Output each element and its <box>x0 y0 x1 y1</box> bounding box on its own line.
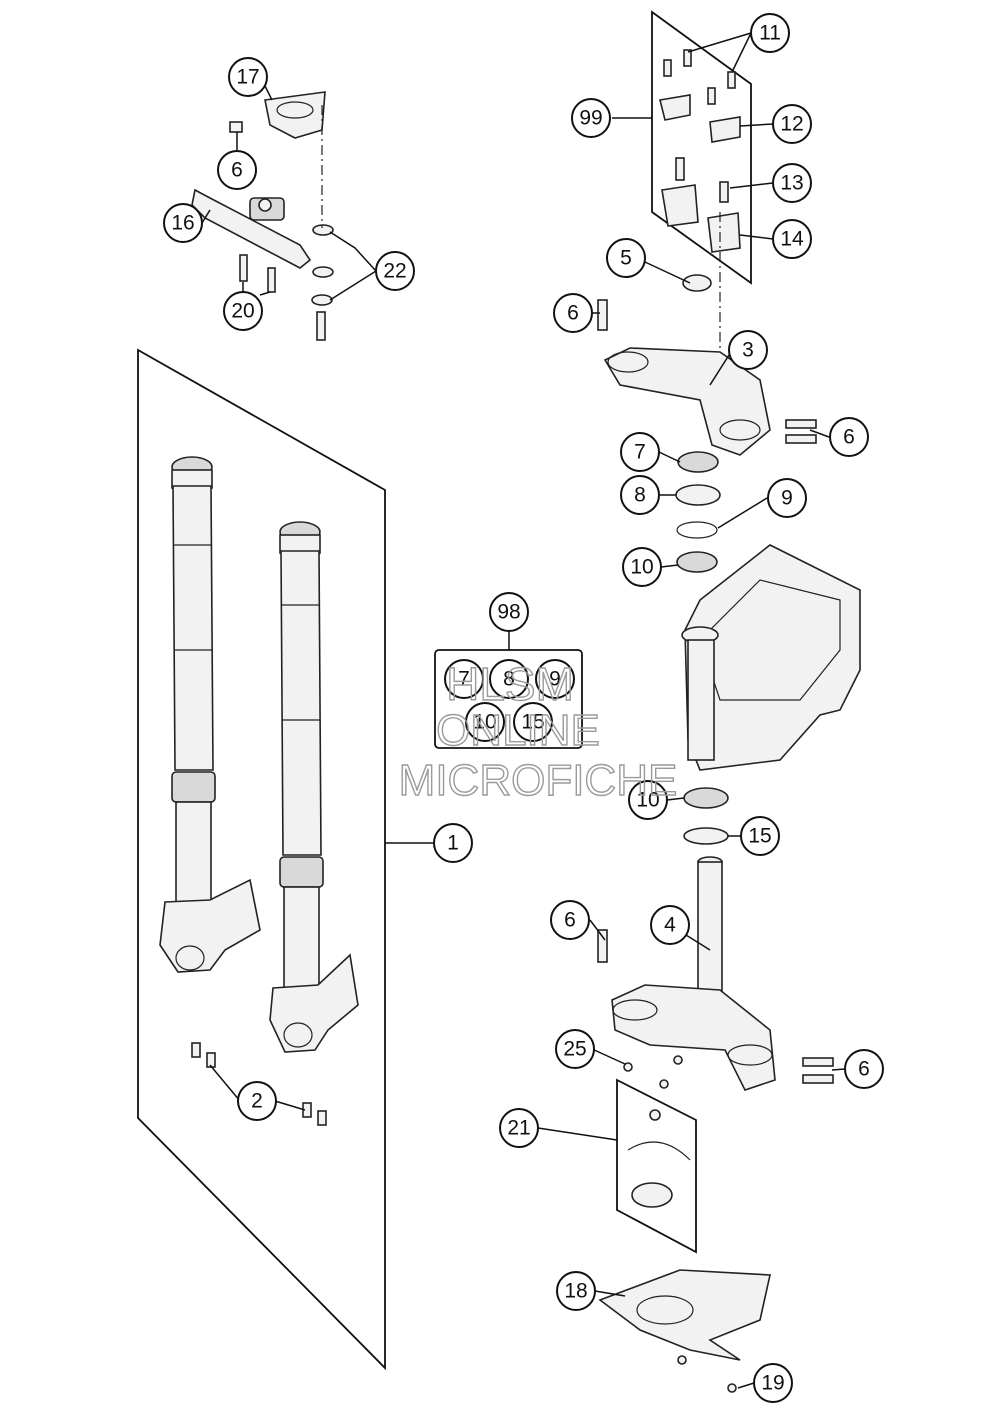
svg-text:21: 21 <box>507 1117 530 1140</box>
svg-text:9: 9 <box>549 668 561 691</box>
steering-stem <box>611 856 776 1091</box>
svg-text:6: 6 <box>564 909 576 932</box>
svg-text:12: 12 <box>780 113 803 136</box>
callout-7[interactable]: 7 <box>620 432 660 472</box>
svg-text:14: 14 <box>780 228 804 251</box>
fork-bolts <box>191 1042 327 1126</box>
callout-11[interactable]: 11 <box>750 13 790 53</box>
callout-22[interactable]: 22 <box>375 251 415 291</box>
callout-98[interactable]: 98 <box>489 592 529 632</box>
callout-10-lower[interactable]: 10 <box>628 780 668 820</box>
callout-6-upper-clamp-right[interactable]: 6 <box>829 417 869 457</box>
kit98-item-8[interactable]: 8 <box>489 659 529 699</box>
callout-3[interactable]: 3 <box>728 330 768 370</box>
callout-4[interactable]: 4 <box>650 905 690 945</box>
svg-text:25: 25 <box>563 1038 586 1061</box>
svg-text:10: 10 <box>636 789 659 812</box>
svg-text:8: 8 <box>634 484 646 507</box>
callout-12[interactable]: 12 <box>772 104 812 144</box>
svg-text:6: 6 <box>231 159 243 182</box>
callout-14[interactable]: 14 <box>772 219 812 259</box>
svg-text:4: 4 <box>664 914 676 937</box>
callout-10-upper[interactable]: 10 <box>622 547 662 587</box>
callout-6-upper-clamp-left[interactable]: 6 <box>553 293 593 333</box>
svg-text:8: 8 <box>503 668 515 691</box>
svg-text:18: 18 <box>564 1280 587 1303</box>
svg-text:11: 11 <box>759 22 781 45</box>
damper-clamp <box>264 91 326 139</box>
callout-1[interactable]: 1 <box>433 823 473 863</box>
svg-text:ONLINE: ONLINE <box>436 706 600 755</box>
svg-text:5: 5 <box>620 247 632 270</box>
callout-25[interactable]: 25 <box>555 1029 595 1069</box>
steering-damper <box>191 188 312 269</box>
callout-5[interactable]: 5 <box>606 238 646 278</box>
damper-bolt <box>229 121 243 133</box>
left-fork-leg <box>159 456 261 973</box>
upper-triple-clamp <box>597 274 817 456</box>
svg-text:MICROFICHE: MICROFICHE <box>399 756 678 805</box>
callout-6-lower-clamp-left[interactable]: 6 <box>550 900 590 940</box>
kit98-item-9[interactable]: 9 <box>535 659 575 699</box>
svg-text:10: 10 <box>630 556 653 579</box>
callout-8[interactable]: 8 <box>620 475 660 515</box>
callout-20[interactable]: 20 <box>223 291 263 331</box>
fork-assembly-group-box <box>137 348 386 1371</box>
svg-text:20: 20 <box>231 300 254 323</box>
bearing-seals <box>675 451 721 573</box>
stem-clamp-bolts <box>597 929 834 1084</box>
svg-text:6: 6 <box>567 302 579 325</box>
svg-text:99: 99 <box>579 107 602 130</box>
svg-text:2: 2 <box>251 1090 263 1113</box>
callout-16[interactable]: 16 <box>163 203 203 243</box>
svg-text:15: 15 <box>521 711 544 734</box>
svg-text:98: 98 <box>497 601 520 624</box>
steering-damper-mount-group-box <box>616 1078 697 1254</box>
callout-21[interactable]: 21 <box>499 1108 539 1148</box>
damper-washers <box>311 224 334 341</box>
right-fork-leg <box>269 521 359 1053</box>
kit98-item-7[interactable]: 7 <box>444 659 484 699</box>
svg-text:7: 7 <box>458 668 470 691</box>
callout-13[interactable]: 13 <box>772 163 812 203</box>
callout-99[interactable]: 99 <box>571 98 611 138</box>
kit98-item-15[interactable]: 15 <box>513 702 553 742</box>
handlebar-clamps <box>659 49 741 253</box>
leader-lines <box>201 32 846 1389</box>
svg-text:10: 10 <box>473 711 496 734</box>
svg-text:1: 1 <box>447 832 459 855</box>
svg-text:9: 9 <box>781 487 793 510</box>
callout-17[interactable]: 17 <box>228 57 268 97</box>
svg-text:17: 17 <box>236 66 259 89</box>
callout-2[interactable]: 2 <box>237 1081 277 1121</box>
lower-bearing-seals <box>683 787 729 845</box>
frame-section <box>681 544 861 771</box>
svg-text:7: 7 <box>634 441 646 464</box>
svg-text:19: 19 <box>761 1372 784 1395</box>
svg-text:16: 16 <box>171 212 194 235</box>
watermark: HLSM ONLINE MICROFICHE <box>398 657 678 805</box>
callout-19[interactable]: 19 <box>753 1363 793 1403</box>
callout-6-steering-damper[interactable]: 6 <box>217 150 257 190</box>
svg-text:3: 3 <box>742 339 754 362</box>
svg-text:22: 22 <box>383 260 406 283</box>
svg-text:6: 6 <box>858 1058 870 1081</box>
svg-text:6: 6 <box>843 426 855 449</box>
callout-18[interactable]: 18 <box>556 1271 596 1311</box>
svg-text:HLSM: HLSM <box>446 658 574 710</box>
svg-text:15: 15 <box>748 825 771 848</box>
damper-mount-parts <box>623 1055 691 1208</box>
clamp-kit-group-box <box>651 10 752 285</box>
skid-plate <box>598 1269 771 1393</box>
damper-mount-bolts <box>239 254 276 293</box>
callout-6-lower-clamp-right[interactable]: 6 <box>844 1049 884 1089</box>
kit98-item-10[interactable]: 10 <box>465 702 505 742</box>
callout-9[interactable]: 9 <box>767 478 807 518</box>
svg-text:13: 13 <box>780 172 803 195</box>
callout-15[interactable]: 15 <box>740 816 780 856</box>
